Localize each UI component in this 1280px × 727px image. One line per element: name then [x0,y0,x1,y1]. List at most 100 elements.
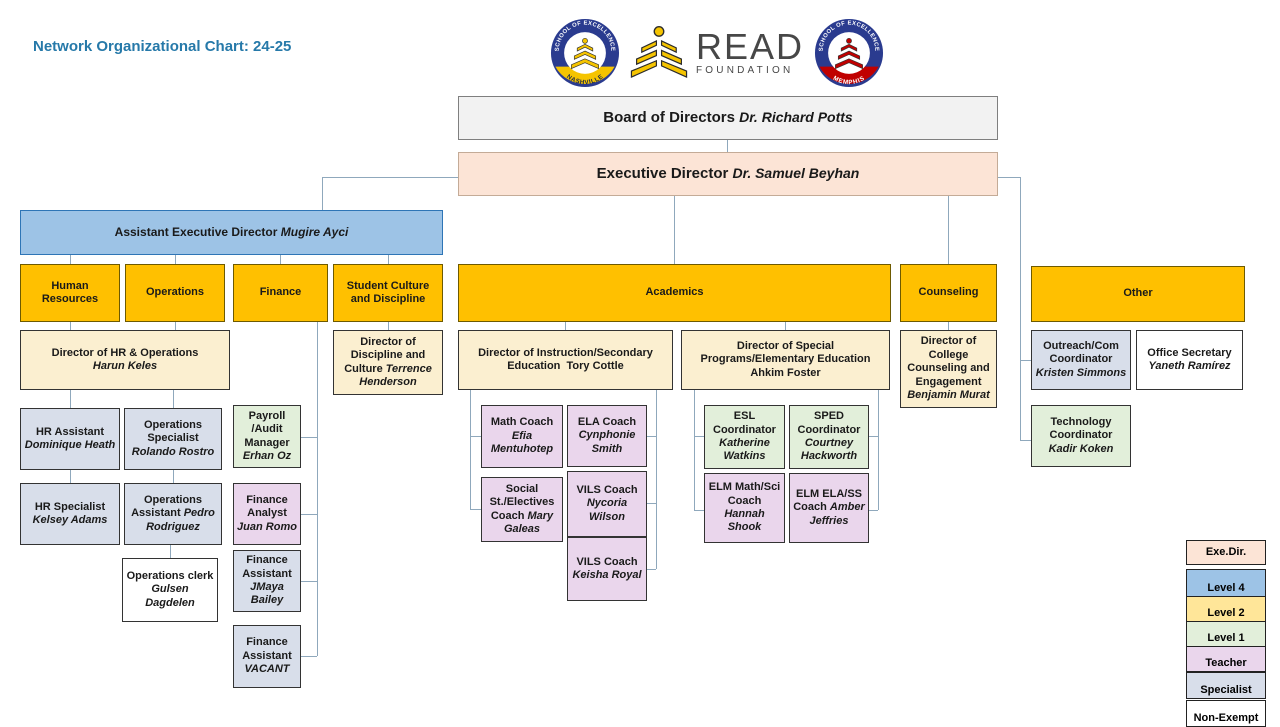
connector-line [301,581,317,582]
legend-level-1: Level 1 [1186,621,1266,647]
connector-line [869,510,878,511]
connector-line [301,656,317,657]
connector-line [70,255,71,264]
read-foundation-plant-icon [630,26,688,79]
connector-line [878,390,879,510]
connector-line [869,436,878,437]
connector-line [322,177,323,211]
dept-finance: Finance [233,264,328,322]
connector-line [694,510,704,511]
svg-text:MEMPHIS: MEMPHIS [832,75,867,87]
node-esl-coordinator: ESL Coordinator Katherine Watkins [704,405,785,469]
legend-level-2: Level 2 [1186,596,1266,622]
node-elm-ela-ss-coach: ELM ELA/SS Coach Amber Jeffries [789,473,869,543]
connector-line [173,390,174,408]
node-vils-coach-1: VILS Coach Nycoria Wilson [567,471,647,537]
connector-line [647,436,656,437]
node-social-electives-coach: Social St./Electives Coach Mary Galeas [481,477,563,542]
connector-line [301,514,317,515]
legend-non-exempt: Non-Exempt [1186,700,1266,727]
node-director-discipline-culture: Director of Discipline and Culture Terre… [333,330,443,395]
legend-specialist: Specialist [1186,672,1266,699]
node-operations-clerk: Operations clerk Gulsen Dagdelen [122,558,218,622]
connector-line [470,509,481,510]
node-hr-specialist: HR Specialist Kelsey Adams [20,483,120,545]
node-executive-director: Executive Director Dr. Samuel Beyhan [458,152,998,196]
connector-line [175,322,176,330]
node-assistant-executive-director: Assistant Executive Director Mugire Ayci [20,210,443,255]
node-director-instruction: Director of Instruction/Secondary Educat… [458,330,673,390]
node-operations-assistant: Operations Assistant Pedro Rodriguez [124,483,222,545]
node-math-coach: Math Coach Efia Mentuhotep [481,405,563,468]
node-director-special-programs: Director of Special Programs/Elementary … [681,330,890,390]
node-board-of-directors: Board of Directors Dr. Richard Potts [458,96,998,140]
page-title: Network Organizational Chart: 24-25 [33,38,292,55]
dept-operations: Operations [125,264,225,322]
connector-line [322,177,458,178]
connector-line [656,390,657,569]
node-vils-coach-2: VILS Coach Keisha Royal [567,537,647,601]
node-hr-assistant: HR Assistant Dominique Heath [20,408,120,470]
connector-line [674,196,675,264]
connector-line [948,322,949,330]
node-finance-assistant-1: Finance Assistant JMaya Bailey [233,550,301,612]
role-label: Assistant Executive Director [114,225,278,240]
connector-line [647,569,656,570]
connector-line [785,322,786,330]
dept-other: Other [1031,266,1245,322]
legend-exe-dir: Exe.Dir. [1186,540,1266,565]
read-wordmark-text: READ [696,26,805,68]
node-director-college-counseling: Director of College Counseling and Engag… [900,330,997,408]
node-operations-specialist: Operations Specialist Rolando Rostro [124,408,222,470]
role-label: Executive Director [596,164,729,182]
node-sped-coordinator: SPED Coordinator Courtney Hackworth [789,405,869,469]
connector-line [647,503,656,504]
connector-line [565,322,566,330]
connector-line [470,436,481,437]
nashville-badge-icon: SCHOOL OF EXCELLENCE NASHVILLE [550,18,620,88]
dept-human-resources: Human Resources [20,264,120,322]
read-foundation-wordmark: READ FOUNDATION [696,26,805,76]
node-office-secretary: Office Secretary Yaneth Ramírez [1136,330,1243,390]
legend-level-4: Level 4 [1186,569,1266,597]
connector-line [1020,440,1031,441]
connector-line [694,390,695,510]
dept-academics: Academics [458,264,891,322]
connector-line [694,436,704,437]
connector-line [175,255,176,264]
legend-teacher: Teacher [1186,646,1266,672]
connector-line [280,255,281,264]
node-payroll-audit-manager: Payroll /Audit Manager Erhan Oz [233,405,301,468]
person-name: Dr. Richard Potts [739,108,853,125]
connector-line [727,140,728,152]
connector-line [317,322,318,656]
node-finance-assistant-2: Finance Assistant VACANT [233,625,301,688]
role-label: Board of Directors [603,108,735,126]
node-elm-math-sci-coach: ELM Math/Sci Coach Hannah Shook [704,473,785,543]
dept-counseling: Counseling [900,264,997,322]
node-technology-coordinator: Technology Coordinator Kadir Koken [1031,405,1131,467]
header-logos: SCHOOL OF EXCELLENCE NASHVILLE READ FOUN… [550,18,884,88]
person-name: Dr. Samuel Beyhan [732,164,860,181]
node-finance-analyst: Finance Analyst Juan Romo [233,483,301,545]
connector-line [70,322,71,330]
connector-line [70,390,71,408]
connector-line [1020,177,1021,441]
connector-line [70,470,71,483]
connector-line [301,437,317,438]
connector-line [173,470,174,483]
node-ela-coach: ELA Coach Cynphonie Smith [567,405,647,467]
connector-line [1020,360,1031,361]
node-outreach-coordinator: Outreach/Com Coordinator Kristen Simmons [1031,330,1131,390]
foundation-wordmark-text: FOUNDATION [696,64,794,76]
memphis-badge-bottom-text: MEMPHIS [832,75,866,87]
connector-line [388,255,389,264]
connector-line [948,196,949,264]
connector-line [388,322,389,330]
dept-student-culture: Student Culture and Discipline [333,264,443,322]
connector-line [170,545,171,558]
person-name: Mugire Ayci [280,225,349,240]
memphis-badge-icon: SCHOOL OF EXCELLENCE MEMPHIS [815,18,884,88]
